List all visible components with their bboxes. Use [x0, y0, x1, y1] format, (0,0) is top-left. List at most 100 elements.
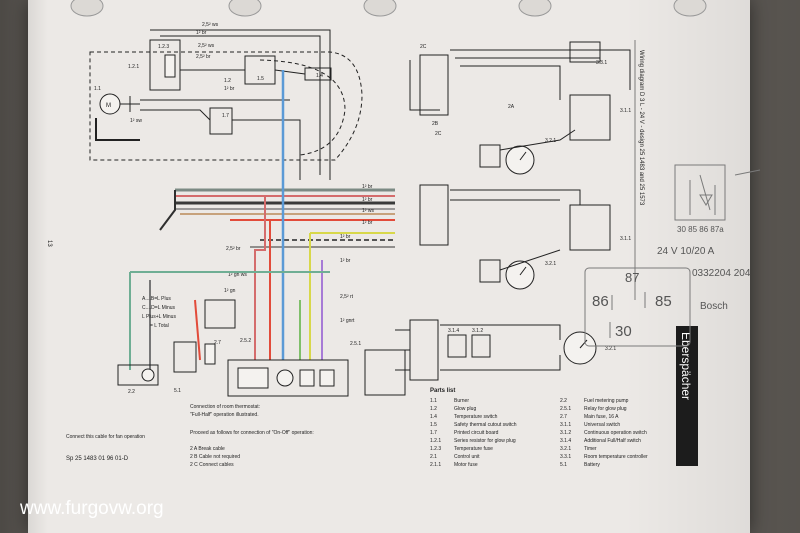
glow-plug-block	[149, 39, 181, 91]
part-name: Temperature fuse	[454, 446, 493, 452]
battery-5-1	[173, 341, 197, 373]
wire-label-6: 1² br	[224, 86, 235, 92]
legend-line-3: L Plus+L Minus	[142, 314, 176, 320]
label-2-5-1: 2.5.1	[350, 341, 361, 347]
label-1-2-1: 1.2.1	[128, 64, 139, 70]
page-number: 13	[46, 240, 52, 247]
brand-plate	[676, 326, 698, 466]
note-line-2: "Full-Half" operation illustrated.	[190, 412, 259, 418]
wire-label-12: 1² br	[362, 220, 373, 226]
wire-label-15: 1² gnrt	[340, 318, 355, 324]
motor-label: M	[106, 103, 111, 109]
pin-86: 86	[592, 293, 609, 310]
switch-circuits: 2C 2A 2B 2C 3.3.1 3.1.1 3.2.1 3.1.1	[395, 41, 631, 381]
wire-label-3: 2,5² ws	[198, 43, 215, 49]
part-code: 2.1	[430, 454, 437, 460]
relay-part-number: 0332204 204	[692, 268, 751, 279]
note-line-1: Connection of room thermostat:	[190, 404, 260, 410]
note-line-3: Proceed as follows for connection of "On…	[190, 430, 314, 436]
part-code: 3.1.4	[560, 438, 571, 444]
part-name: Timer	[584, 446, 597, 452]
legend-line-4: = L Total	[150, 323, 169, 329]
label-1-2: 1.2	[224, 78, 231, 84]
legend: A....B=L Plus C....D=L Minus L Plus+L Mi…	[142, 296, 176, 329]
part-code: 1.5	[430, 422, 437, 428]
label-2-7: 2.7	[214, 340, 221, 346]
part-name: Printed circuit board	[454, 430, 499, 436]
part-name: Burner	[454, 398, 469, 404]
pin-87: 87	[625, 270, 639, 285]
part-code: 1.7	[430, 430, 437, 436]
part-name: Battery	[584, 462, 600, 468]
part-code: 2.1.1	[430, 462, 441, 468]
wire-label-9: 1² ws	[362, 208, 374, 214]
wire-label-5: 1² sw	[130, 118, 142, 124]
label-3-1-4: 3.1.4	[448, 328, 459, 334]
label-2c-bottom: 2C	[435, 131, 442, 137]
label-1-1: 1.1	[94, 86, 101, 92]
punch-holes	[70, 0, 707, 17]
part-name: Fuel metering pump	[584, 398, 629, 404]
heater-unit: M 1.1 1.2.3 1.2.1 1.5 1.4 1.2 1.7 2,5² w…	[89, 22, 363, 180]
label-3-2-1-c: 3.2.1	[605, 346, 616, 352]
wire-label-14: 2,5² rt	[340, 294, 354, 300]
part-code: 5.1	[560, 462, 567, 468]
part-name: Universal switch	[584, 422, 620, 428]
pencil-notes: 30 85 86 87a 24 V 10/20 A 0332204 204 Bo…	[584, 164, 761, 347]
pump-2-2	[117, 364, 159, 386]
wire-label-1: 2,5² ws	[202, 22, 219, 28]
legend-line-2: C....D=L Minus	[142, 305, 176, 311]
label-3-3-1: 3.3.1	[596, 60, 607, 66]
label-1-5: 1.5	[257, 76, 264, 82]
label-1-7: 1.7	[222, 113, 229, 119]
wire-label-13: 1² br	[340, 258, 351, 264]
part-code: 3.1.2	[560, 430, 571, 436]
colored-wires	[129, 70, 330, 370]
part-name: Motor fuse	[454, 462, 478, 468]
relay-spec: 24 V 10/20 A	[657, 246, 715, 257]
parts-list-title: Parts list	[430, 388, 455, 394]
wire-label-10: 2,5² br	[226, 246, 241, 252]
label-3-2-1-a: 3.2.1	[545, 138, 556, 144]
control-unit: 2.5.1 5.1 2.7 2.2 2.5.2	[117, 299, 406, 397]
part-name: Main fuse, 16 A	[584, 414, 619, 420]
note-step-1: 2 A Break cable	[190, 446, 225, 452]
label-2b: 2B	[432, 121, 439, 127]
part-name: Safety thermal cutout switch	[454, 422, 517, 428]
note-step-2: 2 B Cable not required	[190, 454, 240, 460]
pin-85: 85	[655, 293, 672, 310]
wire-label-8: 1² br	[362, 197, 373, 203]
fuse-2-7	[204, 343, 216, 365]
diagram-title: Wiring diagram D 3 L - 24 V - design 25 …	[638, 50, 644, 206]
part-code: 2.2	[560, 398, 567, 404]
label-2a: 2A	[508, 104, 515, 110]
note-step-3: 2 C Connect cables	[190, 462, 234, 468]
part-code: 3.1.1	[560, 422, 571, 428]
part-code: 1.2.1	[430, 438, 441, 444]
part-name: Room temperature controller	[584, 454, 648, 460]
circuit-board-box	[209, 107, 233, 135]
relay-sketch	[674, 164, 726, 221]
title-block: Wiring diagram D 3 L - 24 V - design 25 …	[634, 40, 698, 466]
relay-pinout-box	[584, 267, 691, 347]
relay-2-5-1	[364, 349, 406, 396]
label-2c-top: 2C	[420, 44, 427, 50]
label-3-1-1-a: 3.1.1	[620, 108, 631, 114]
footnote: Connect this cable for fan operation	[66, 434, 145, 440]
wire-label-17: 1² br	[340, 234, 351, 240]
wire-harness: 1² br 1² br 1² ws 2,5² br 1² gn ws 1² br…	[159, 184, 395, 324]
part-name: Control unit	[454, 454, 480, 460]
thermostat-note: Connection of room thermostat: "Full-Hal…	[66, 404, 314, 468]
heater-outline	[89, 51, 363, 161]
part-code: 1.2	[430, 406, 437, 412]
control-unit-box	[227, 359, 349, 397]
label-5-1: 5.1	[174, 388, 181, 394]
relay-pin-sketch: 30 85 86 87a	[677, 225, 724, 234]
part-name: Glow plug	[454, 406, 476, 412]
brand-logo: Eberspächer	[679, 332, 693, 400]
part-code: 3.3.1	[560, 454, 571, 460]
